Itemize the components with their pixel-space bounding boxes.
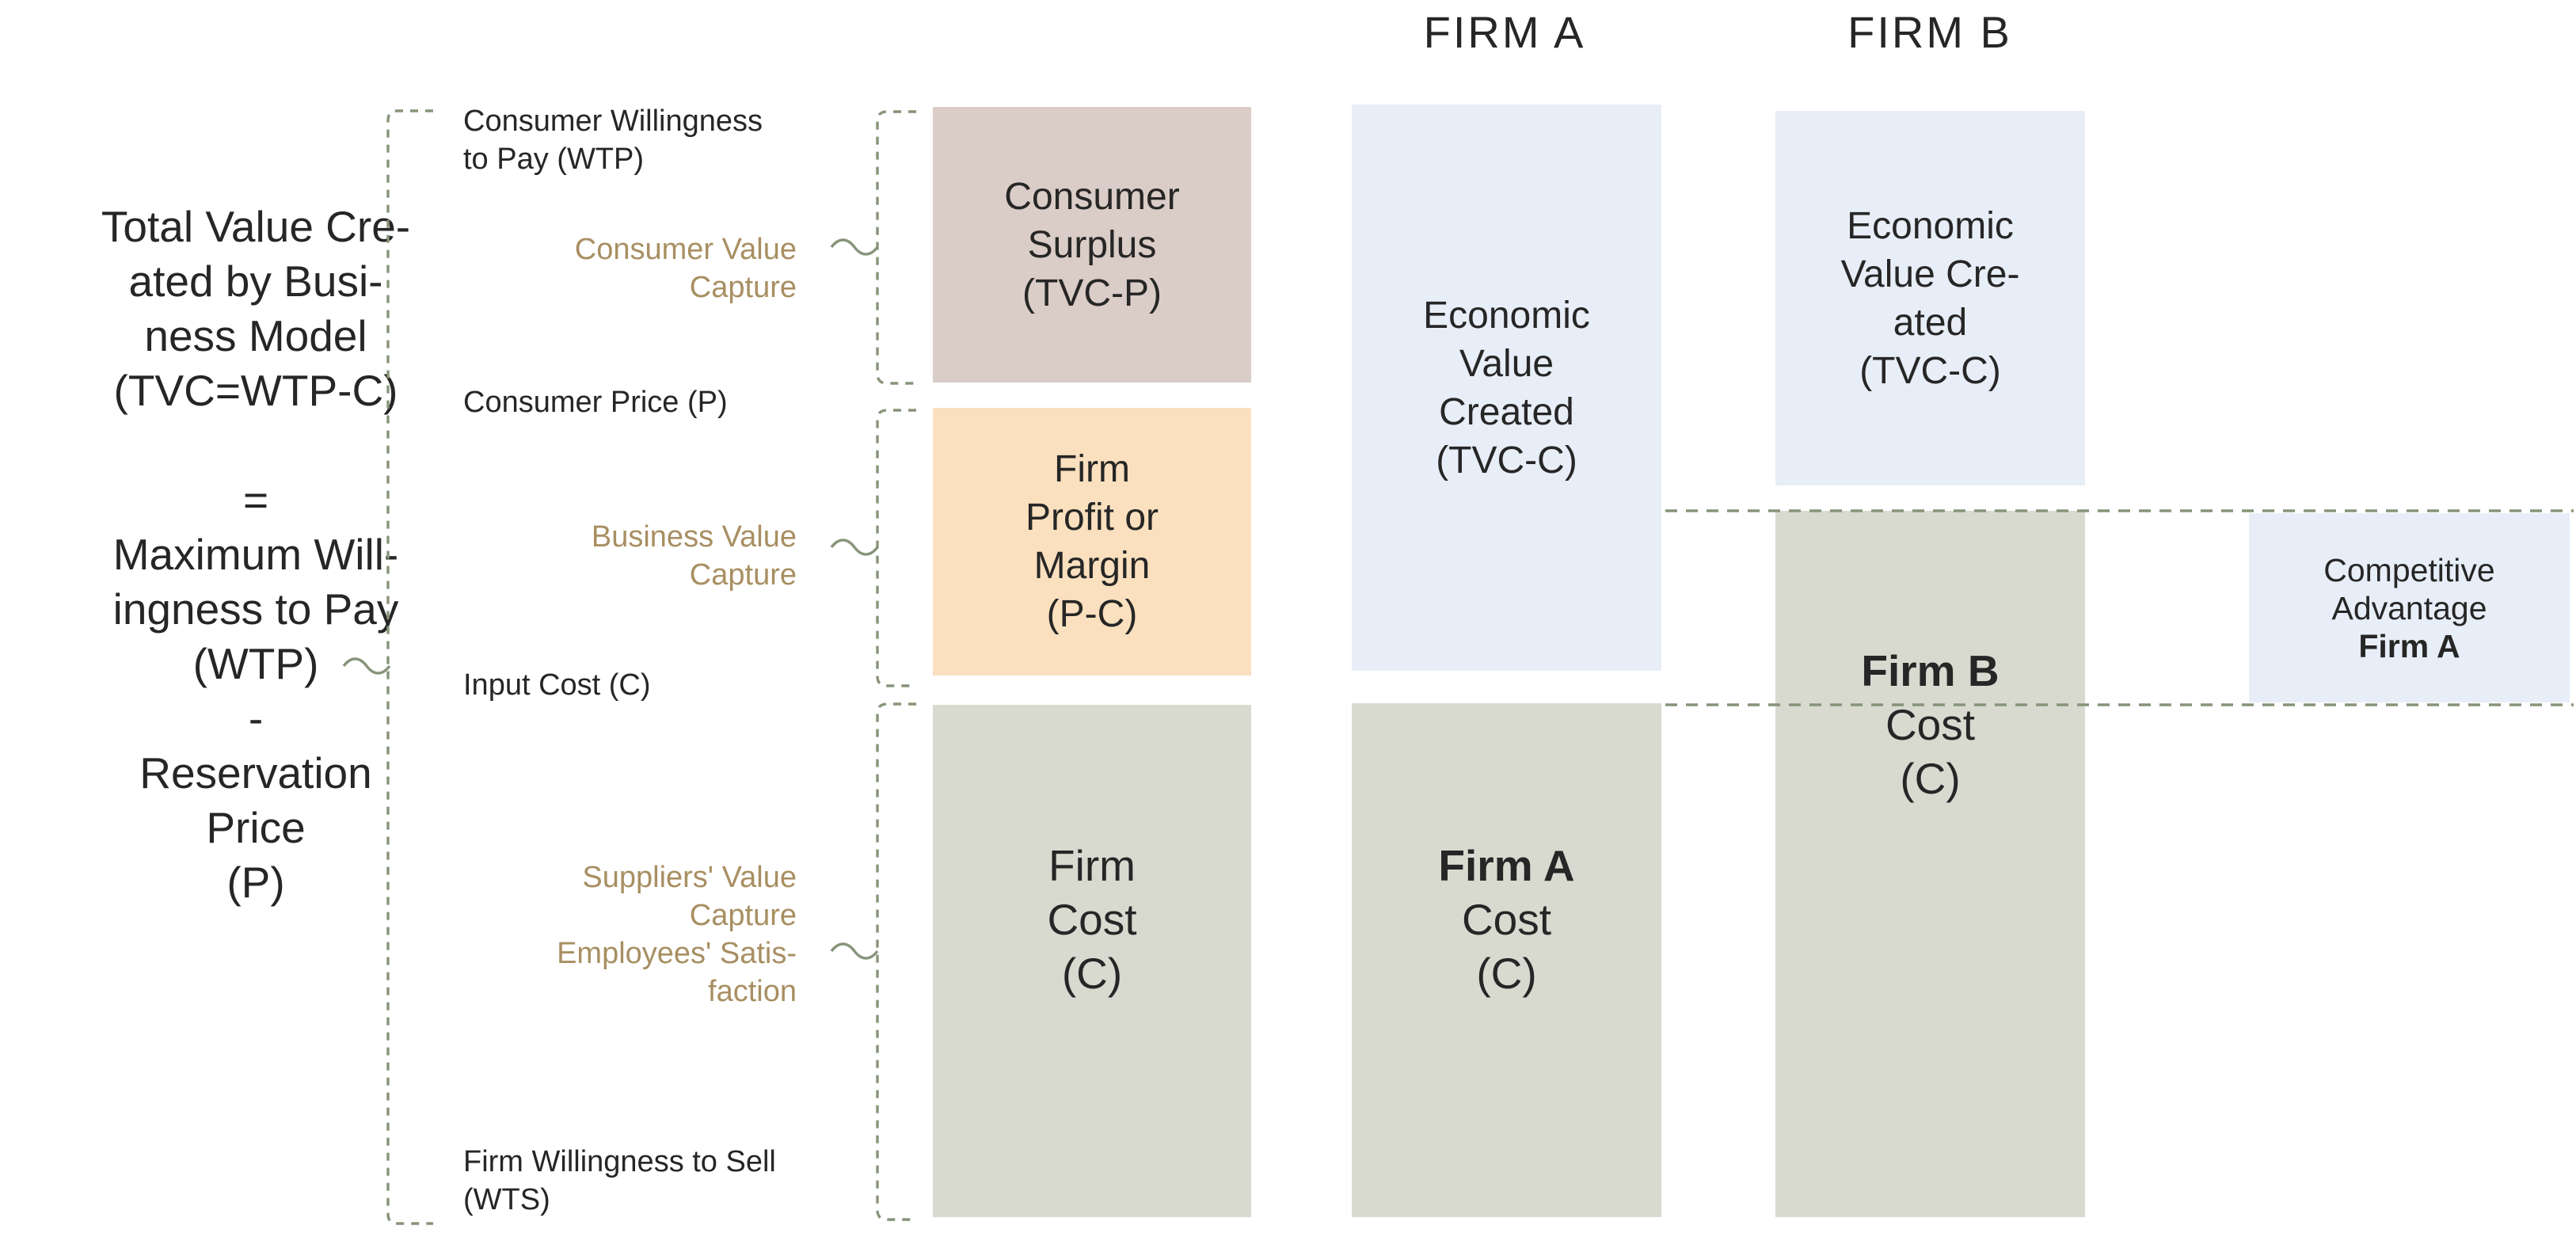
label-line: Employees' Satis- bbox=[557, 937, 797, 970]
box-line: Value Cre- bbox=[1840, 253, 2020, 295]
suppliers-capture-squiggle bbox=[830, 942, 879, 960]
consumer-capture-squiggle bbox=[830, 238, 879, 256]
firm-a-cost-box: Firm A Cost (C) bbox=[1352, 703, 1661, 1217]
label-line: Capture bbox=[689, 558, 797, 592]
consumer-wtp-label: Consumer Willingness to Pay (WTP) bbox=[463, 102, 843, 178]
note-line: - bbox=[248, 694, 264, 743]
label-line: Suppliers' Value bbox=[582, 861, 797, 894]
box-line: ated bbox=[1893, 301, 1968, 344]
note-line: = bbox=[242, 475, 269, 524]
business-value-capture-label: Business Value Capture bbox=[475, 518, 797, 594]
note-line-spacer bbox=[32, 418, 480, 473]
box-line: (C) bbox=[1061, 949, 1123, 998]
box-line: Surplus bbox=[1027, 223, 1157, 266]
firm-a-header: FIRM A bbox=[1423, 7, 1586, 57]
box-line: Cost bbox=[1047, 895, 1137, 944]
box-line: Profit or bbox=[1025, 497, 1159, 539]
box-line: Firm bbox=[1054, 448, 1130, 490]
firm-b-economic-value-box: Economic Value Cre- ated (TVC-C) bbox=[1775, 111, 2085, 485]
note-line: ated by Busi- bbox=[128, 257, 383, 306]
box-line: (P-C) bbox=[1046, 593, 1138, 635]
note-line: Maximum Will- bbox=[112, 530, 399, 579]
label-line: Consumer Value bbox=[574, 233, 797, 266]
label-line: Capture bbox=[689, 899, 797, 932]
note-line: (P) bbox=[226, 858, 285, 907]
label-line: faction bbox=[708, 975, 797, 1008]
note-line: ingness to Pay bbox=[112, 584, 399, 634]
box-line: Margin bbox=[1033, 545, 1151, 587]
consumer-capture-brace bbox=[876, 110, 916, 385]
box-line: (TVC-P) bbox=[1022, 272, 1162, 314]
suppliers-capture-brace bbox=[876, 702, 916, 1221]
total-value-note: Total Value Cre- ated by Busi- ness Mode… bbox=[32, 200, 480, 910]
box-line: Cost bbox=[1885, 700, 1976, 749]
note-line: (WTP) bbox=[192, 639, 319, 688]
note-line: (TVC=WTP-C) bbox=[113, 366, 398, 415]
box-line: Consumer bbox=[1004, 175, 1180, 218]
firm-wts-label: Firm Willingness to Sell (WTS) bbox=[463, 1143, 859, 1219]
firm-profit-box: Firm Profit or Margin (P-C) bbox=[933, 408, 1251, 676]
box-line: Advantage bbox=[2331, 589, 2487, 626]
note-line: Price bbox=[206, 803, 306, 852]
consumer-price-label: Consumer Price (P) bbox=[463, 386, 728, 419]
box-line: Firm bbox=[1048, 841, 1136, 890]
note-line: Reservation bbox=[139, 748, 372, 797]
box-line: Value bbox=[1459, 342, 1554, 385]
box-line: Competitive bbox=[2323, 551, 2495, 588]
box-line: (TVC-C) bbox=[1859, 349, 2001, 392]
label-line: Firm Willingness to Sell bbox=[463, 1145, 776, 1178]
box-line: Created bbox=[1439, 390, 1574, 433]
label-line: to Pay (WTP) bbox=[463, 143, 645, 176]
input-cost-label: Input Cost (C) bbox=[463, 668, 651, 702]
note-line: Total Value Cre- bbox=[101, 202, 411, 251]
box-line: Economic bbox=[1423, 294, 1590, 337]
label-line: Capture bbox=[689, 271, 797, 304]
consumer-surplus-box: Consumer Surplus (TVC-P) bbox=[933, 107, 1251, 383]
label-line: Business Value bbox=[591, 520, 797, 554]
competitive-advantage-box: Competitive Advantage Firm A bbox=[2249, 513, 2570, 702]
box-line: (C) bbox=[1900, 754, 1961, 803]
firm-a-economic-value-box: Economic Value Created (TVC-C) bbox=[1352, 105, 1661, 671]
firm-b-cost-box: Firm B Cost (C) bbox=[1775, 511, 2085, 1217]
firm-a-cost-title: Firm A bbox=[1438, 841, 1575, 890]
box-line: (TVC-C) bbox=[1436, 439, 1577, 481]
suppliers-value-capture-label: Suppliers' Value Capture Employees' Sati… bbox=[475, 858, 797, 1011]
note-line: ness Model bbox=[144, 311, 367, 360]
firm-cost-box: Firm Cost (C) bbox=[933, 705, 1251, 1217]
label-line: (WTS) bbox=[463, 1183, 550, 1216]
firm-b-header: FIRM B bbox=[1847, 7, 2012, 57]
box-line: (C) bbox=[1476, 949, 1537, 998]
business-capture-squiggle bbox=[830, 539, 879, 556]
business-capture-brace bbox=[876, 409, 916, 687]
competitive-advantage-firm: Firm A bbox=[2358, 627, 2460, 664]
consumer-value-capture-label: Consumer Value Capture bbox=[475, 230, 797, 306]
firm-b-cost-title: Firm B bbox=[1861, 646, 2000, 695]
box-line: Economic bbox=[1847, 204, 2014, 247]
box-line: Cost bbox=[1461, 895, 1552, 944]
label-line: Consumer Willingness bbox=[463, 105, 763, 138]
